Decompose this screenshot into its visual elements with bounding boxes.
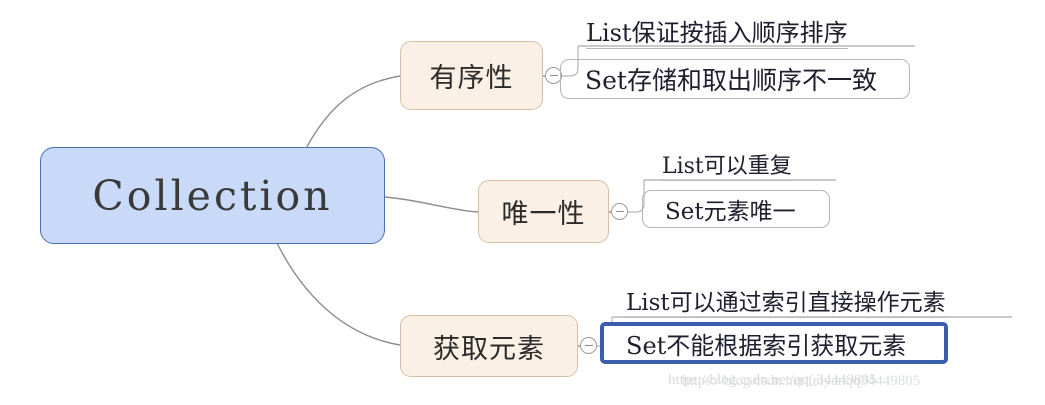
minus-glyph	[584, 344, 593, 347]
collapse-minus-icon-branch-2[interactable]	[611, 203, 628, 220]
watermark-url-primary: https://blog.csdn.net/qq_34449805	[668, 372, 877, 388]
leaf-node-set-index-access-selected[interactable]: Set不能根据索引获取元素	[600, 322, 948, 364]
collapse-minus-icon-branch-3[interactable]	[580, 337, 597, 354]
branch-node-element-access[interactable]: 获取元素	[400, 315, 578, 377]
minus-glyph	[615, 210, 624, 213]
branch-node-label: 有序性	[429, 63, 514, 94]
collapse-minus-icon-branch-1[interactable]	[545, 67, 562, 84]
leaf-node-list-duplicates[interactable]: List可以重复	[662, 155, 792, 182]
leaf-node-set-ordering[interactable]: Set存储和取出顺序不一致	[560, 59, 910, 99]
branch-node-ordering[interactable]: 有序性	[400, 41, 543, 110]
leaf-node-set-unique[interactable]: Set元素唯一	[642, 190, 830, 228]
connector-root-to-branch-2	[384, 196, 479, 213]
minus-glyph	[549, 74, 558, 77]
branch-node-label: 获取元素	[433, 333, 545, 365]
branch-node-label: 唯一性	[501, 199, 586, 230]
leaf-node-list-ordering[interactable]: List保证按插入顺序排序	[586, 20, 848, 50]
root-node-label: Collection	[92, 171, 333, 220]
leaf-node-list-index-access[interactable]: List可以通过索引直接操作元素	[626, 291, 946, 319]
root-node-collection[interactable]: Collection	[40, 147, 385, 244]
branch-node-uniqueness[interactable]: 唯一性	[478, 180, 609, 243]
connector-root-to-branch-3	[275, 240, 401, 346]
watermark-url-secondary: https://blog.csdn.net/feiyanqq34449805	[682, 373, 921, 389]
